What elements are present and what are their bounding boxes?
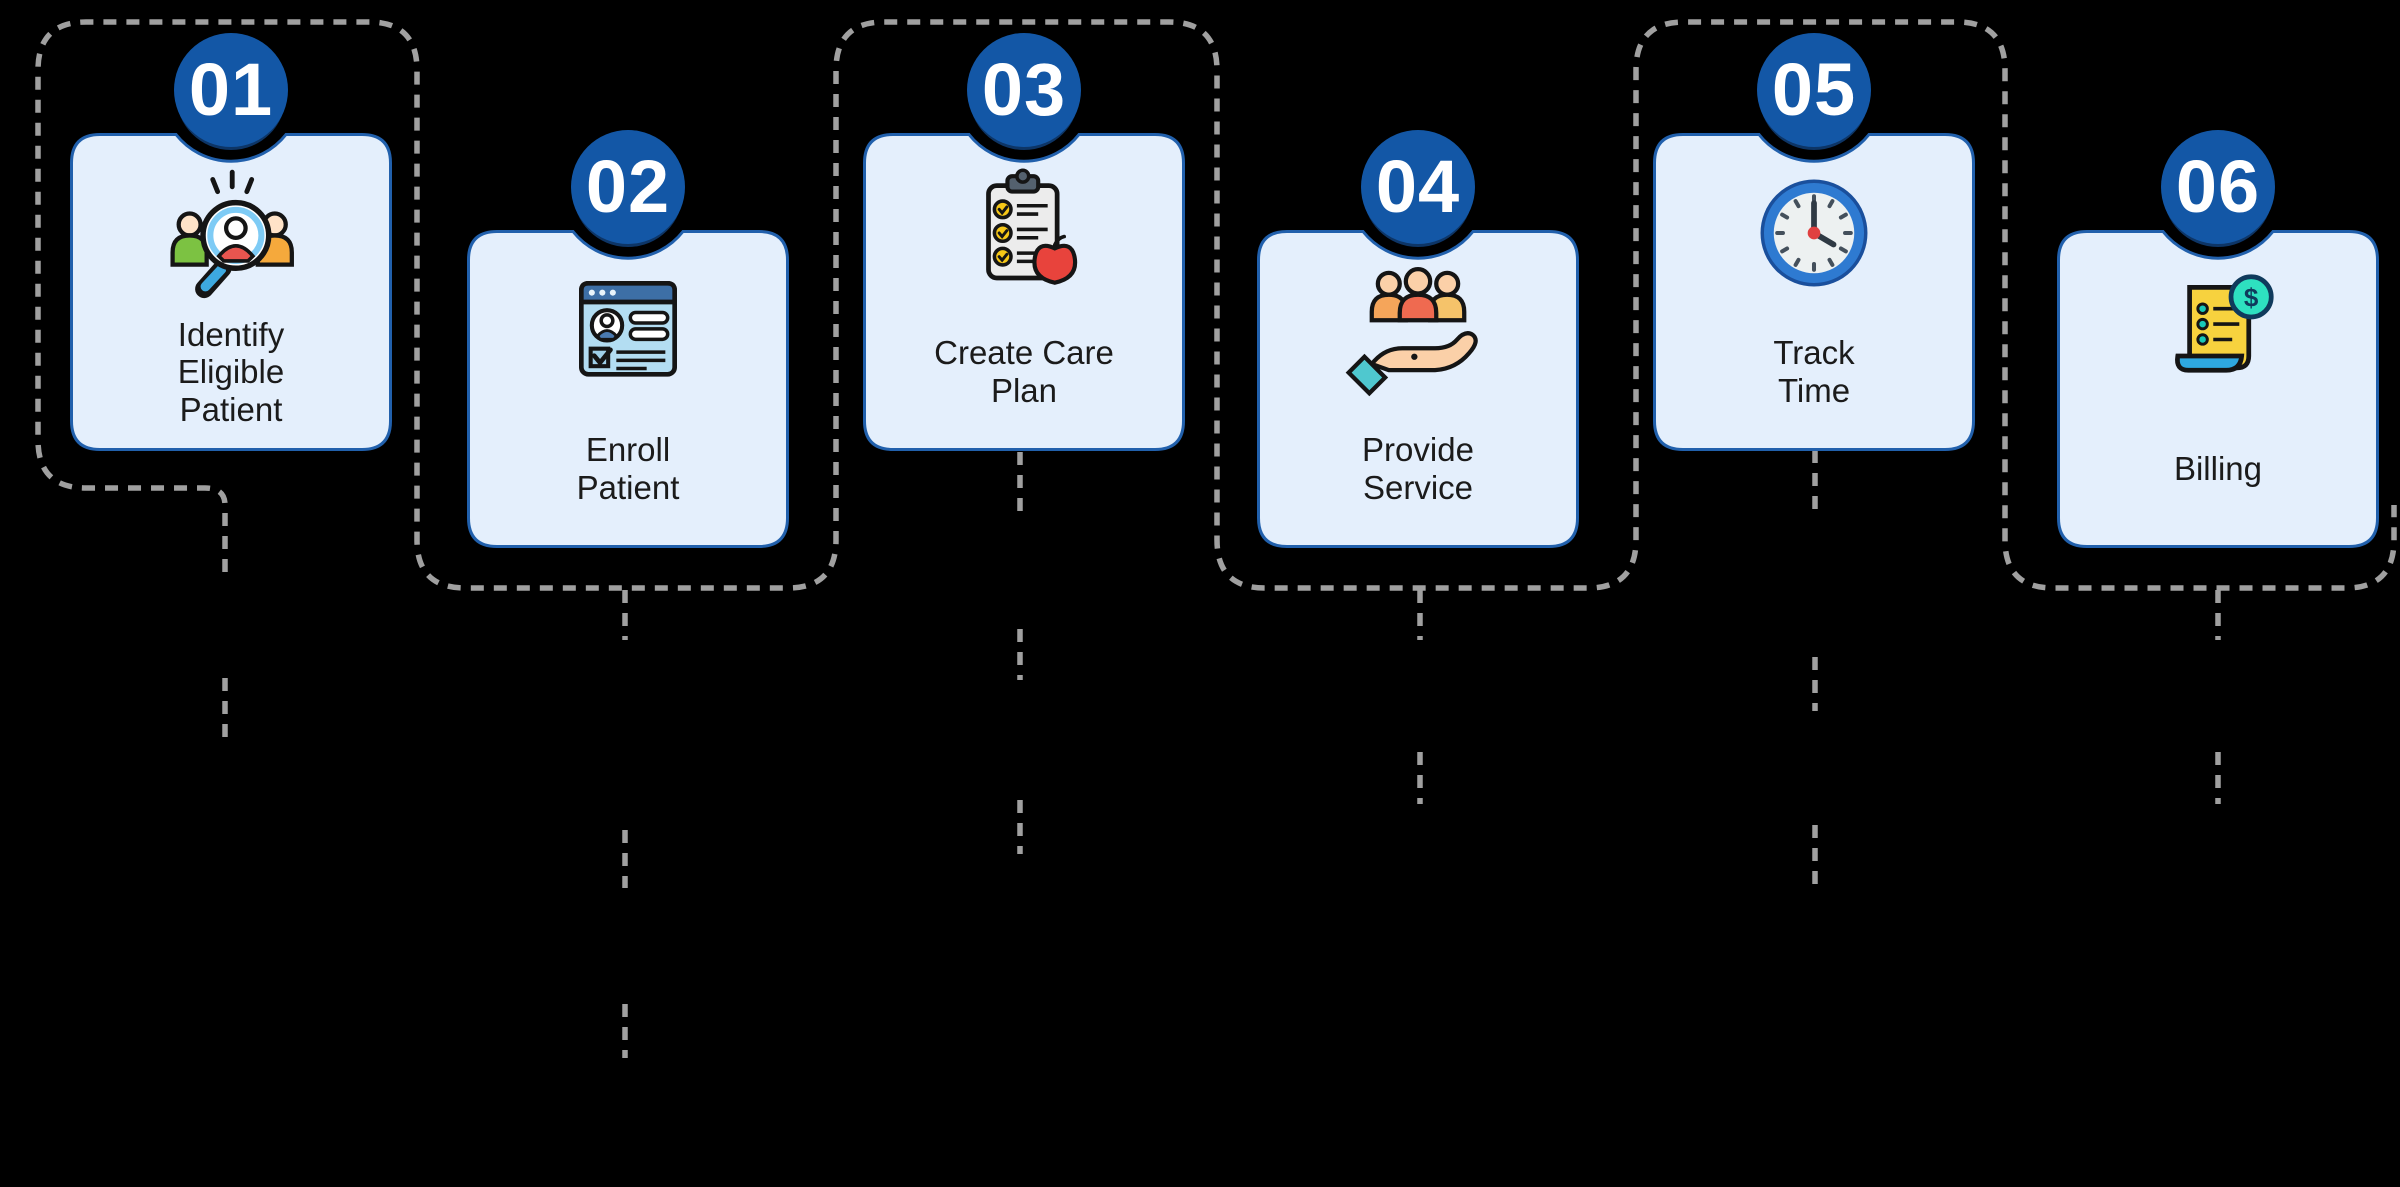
step-number-badge: 05 (1757, 33, 1871, 147)
serpentine-dashed-path (35, 19, 2397, 591)
step-title: Track Time (1773, 334, 1855, 409)
dollar-glyph: $ (2244, 282, 2259, 312)
step-number: 02 (585, 145, 671, 228)
step-number: 04 (1375, 145, 1461, 228)
people-in-hand-icon (1345, 256, 1491, 404)
step-number: 01 (188, 48, 274, 131)
card-shape (863, 133, 1185, 451)
step-number: 05 (1771, 48, 1857, 131)
step-card: Identify Eligible Patient (70, 133, 392, 451)
step-number-badge: 06 (2161, 130, 2275, 244)
clipboard-apple-icon (953, 159, 1095, 307)
step-number: 06 (2175, 145, 2261, 228)
step-card: Create Care Plan (863, 133, 1185, 451)
step-card: Provide Service (1257, 230, 1579, 548)
step-title: Identify Eligible Patient (177, 315, 285, 428)
receipt-dollar-icon: $ (2147, 256, 2289, 404)
card-shape (1653, 133, 1975, 451)
step-title: Provide Service (1362, 431, 1474, 506)
step-number-badge: 04 (1361, 130, 1475, 244)
step-number-badge: 03 (967, 33, 1081, 147)
clock-icon (1745, 159, 1883, 307)
card-shape (2057, 230, 2379, 548)
magnifier-people-icon (158, 159, 304, 307)
step-number-badge: 01 (174, 33, 288, 147)
step-card: Enroll Patient (467, 230, 789, 548)
step-card: $ Billing (2057, 230, 2379, 548)
card-shape (70, 133, 392, 451)
step-number-badge: 02 (571, 130, 685, 244)
enrollment-form-icon (558, 256, 698, 404)
step-card: Track Time (1653, 133, 1975, 451)
card-shape (467, 230, 789, 548)
card-shape (1257, 230, 1579, 548)
step-number: 03 (981, 48, 1067, 131)
step-title: Billing (2173, 450, 2263, 488)
step-title: Create Care Plan (934, 334, 1114, 409)
step-title: Enroll Patient (576, 431, 680, 506)
